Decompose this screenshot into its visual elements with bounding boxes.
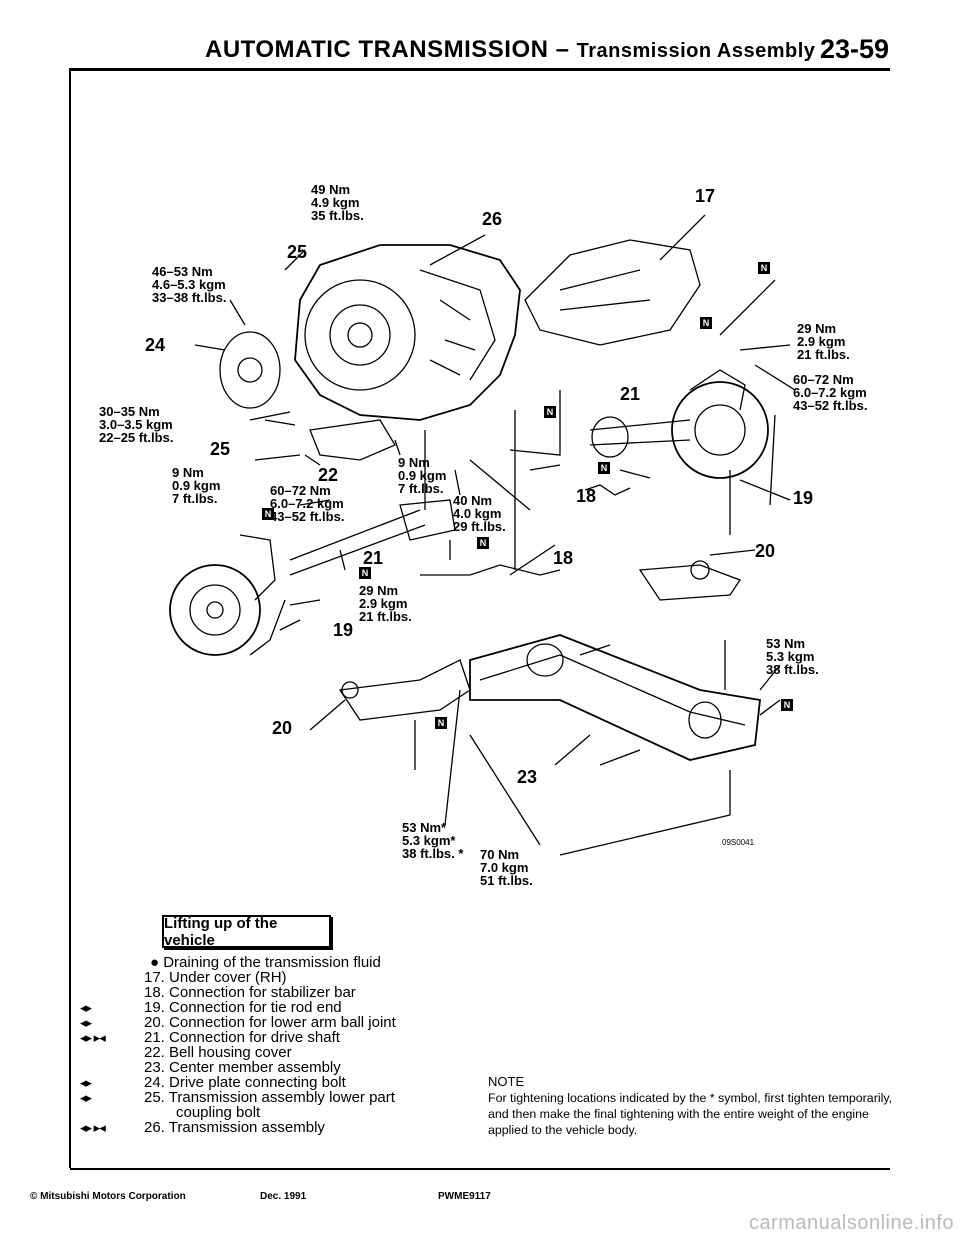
footer-copyright: © Mitsubishi Motors Corporation bbox=[30, 1191, 186, 1202]
callout-18-center: 18 bbox=[553, 548, 574, 568]
replace-nut-badge: N bbox=[781, 699, 793, 711]
header-rule bbox=[70, 68, 890, 71]
torque-label-70nm: 70 Nm 7.0 kgm 51 ft.lbs. bbox=[480, 847, 533, 888]
torque-label-30-35nm: 30–35 Nm 3.0–3.5 kgm 22–25 ft.lbs. bbox=[99, 404, 174, 445]
replace-nut-badge: N bbox=[262, 508, 274, 520]
callout-25-bottom: 25 bbox=[210, 439, 231, 459]
torque-label-40nm: 40 Nm 4.0 kgm 29 ft.lbs. bbox=[453, 493, 506, 534]
replace-nut-badge: N bbox=[700, 317, 712, 329]
page-number: 23-59 bbox=[820, 34, 890, 64]
callout-20-right: 20 bbox=[755, 541, 776, 561]
figure-code: 09S0041 bbox=[722, 838, 755, 847]
note-heading: NOTE bbox=[488, 1074, 525, 1089]
replace-nut-badge: N bbox=[544, 406, 556, 418]
torque-label-9nm-center: 9 Nm 0.9 kgm 7 ft.lbs. bbox=[398, 455, 447, 496]
section-heading-box: Lifting up of the vehicle bbox=[162, 915, 331, 949]
torque-label-46-53nm: 46–53 Nm 4.6–5.3 kgm 33–38 ft.lbs. bbox=[152, 264, 227, 305]
footer-code: PWME9117 bbox=[438, 1191, 491, 1202]
torque-label-53nm-star: 53 Nm* 5.3 kgm* 38 ft.lbs. * bbox=[402, 820, 464, 861]
footer-date: Dec. 1991 bbox=[260, 1191, 307, 1202]
callout-19-right: 19 bbox=[793, 488, 814, 508]
page-title: AUTOMATIC TRANSMISSION – Transmission As… bbox=[205, 36, 815, 64]
torque-label-29nm-right: 29 Nm 2.9 kgm 21 ft.lbs. bbox=[797, 321, 850, 362]
callout-21-right: 21 bbox=[620, 384, 641, 404]
title-dash: – bbox=[548, 36, 577, 63]
list-item: ◂▸20. Connection for lower arm ball join… bbox=[80, 1014, 396, 1031]
callout-17: 17 bbox=[695, 186, 716, 206]
list-item: 23. Center member assembly bbox=[144, 1059, 341, 1076]
callout-20-left: 20 bbox=[272, 718, 293, 738]
section-subtitle: Transmission Assembly bbox=[576, 40, 816, 62]
replace-nut-badge: N bbox=[435, 717, 447, 729]
callout-19-left: 19 bbox=[333, 620, 354, 640]
note-text: For tightening locations indicated by th… bbox=[488, 1091, 893, 1137]
procedure-list: ● Draining of the transmission fluid 17.… bbox=[80, 955, 460, 1135]
section-title: AUTOMATIC TRANSMISSION bbox=[205, 36, 549, 63]
left-margin-rule bbox=[69, 68, 71, 1168]
list-item: ◂▸19. Connection for tie rod end bbox=[80, 999, 342, 1016]
list-item: 18. Connection for stabilizer bar bbox=[144, 984, 356, 1001]
callout-22: 22 bbox=[318, 465, 339, 485]
list-item: coupling bolt bbox=[176, 1104, 261, 1121]
list-item: ◂▸ ▸◂21. Connection for drive shaft bbox=[80, 1029, 340, 1046]
callout-18-right: 18 bbox=[576, 486, 597, 506]
torque-label-53nm: 53 Nm 5.3 kgm 38 ft.lbs. bbox=[766, 636, 819, 677]
torque-label-9nm-left: 9 Nm 0.9 kgm 7 ft.lbs. bbox=[172, 465, 221, 506]
list-item: 17. Under cover (RH) bbox=[144, 969, 287, 986]
torque-label-60-72nm-left: 60–72 Nm 6.0–7.2 kgm 43–52 ft.lbs. bbox=[270, 483, 345, 524]
callout-25-top: 25 bbox=[287, 242, 308, 262]
transmission-diagram bbox=[169, 214, 796, 856]
replace-nut-badge: N bbox=[758, 262, 770, 274]
torque-label-29nm-center: 29 Nm 2.9 kgm 21 ft.lbs. bbox=[359, 583, 412, 624]
callout-24: 24 bbox=[145, 335, 166, 355]
list-item: ◂▸ ▸◂26. Transmission assembly bbox=[80, 1119, 325, 1136]
callout-23: 23 bbox=[517, 767, 538, 787]
replace-nut-badge: N bbox=[598, 462, 610, 474]
watermark: carmanualsonline.info bbox=[748, 1212, 954, 1234]
replace-nut-badge: N bbox=[359, 567, 371, 579]
list-item: 22. Bell housing cover bbox=[144, 1044, 292, 1061]
replace-nut-badge: N bbox=[477, 537, 489, 549]
footer-rule bbox=[70, 1168, 890, 1170]
torque-label-49nm: 49 Nm 4.9 kgm 35 ft.lbs. bbox=[311, 182, 364, 223]
list-item: ● Draining of the transmission fluid bbox=[150, 954, 381, 971]
list-item: ◂▸25. Transmission assembly lower part bbox=[80, 1089, 395, 1106]
list-item: ◂▸24. Drive plate connecting bolt bbox=[80, 1074, 346, 1091]
callout-26: 26 bbox=[482, 209, 503, 229]
callout-21-left: 21 bbox=[363, 548, 384, 568]
torque-label-60-72nm-right: 60–72 Nm 6.0–7.2 kgm 43–52 ft.lbs. bbox=[793, 372, 868, 413]
